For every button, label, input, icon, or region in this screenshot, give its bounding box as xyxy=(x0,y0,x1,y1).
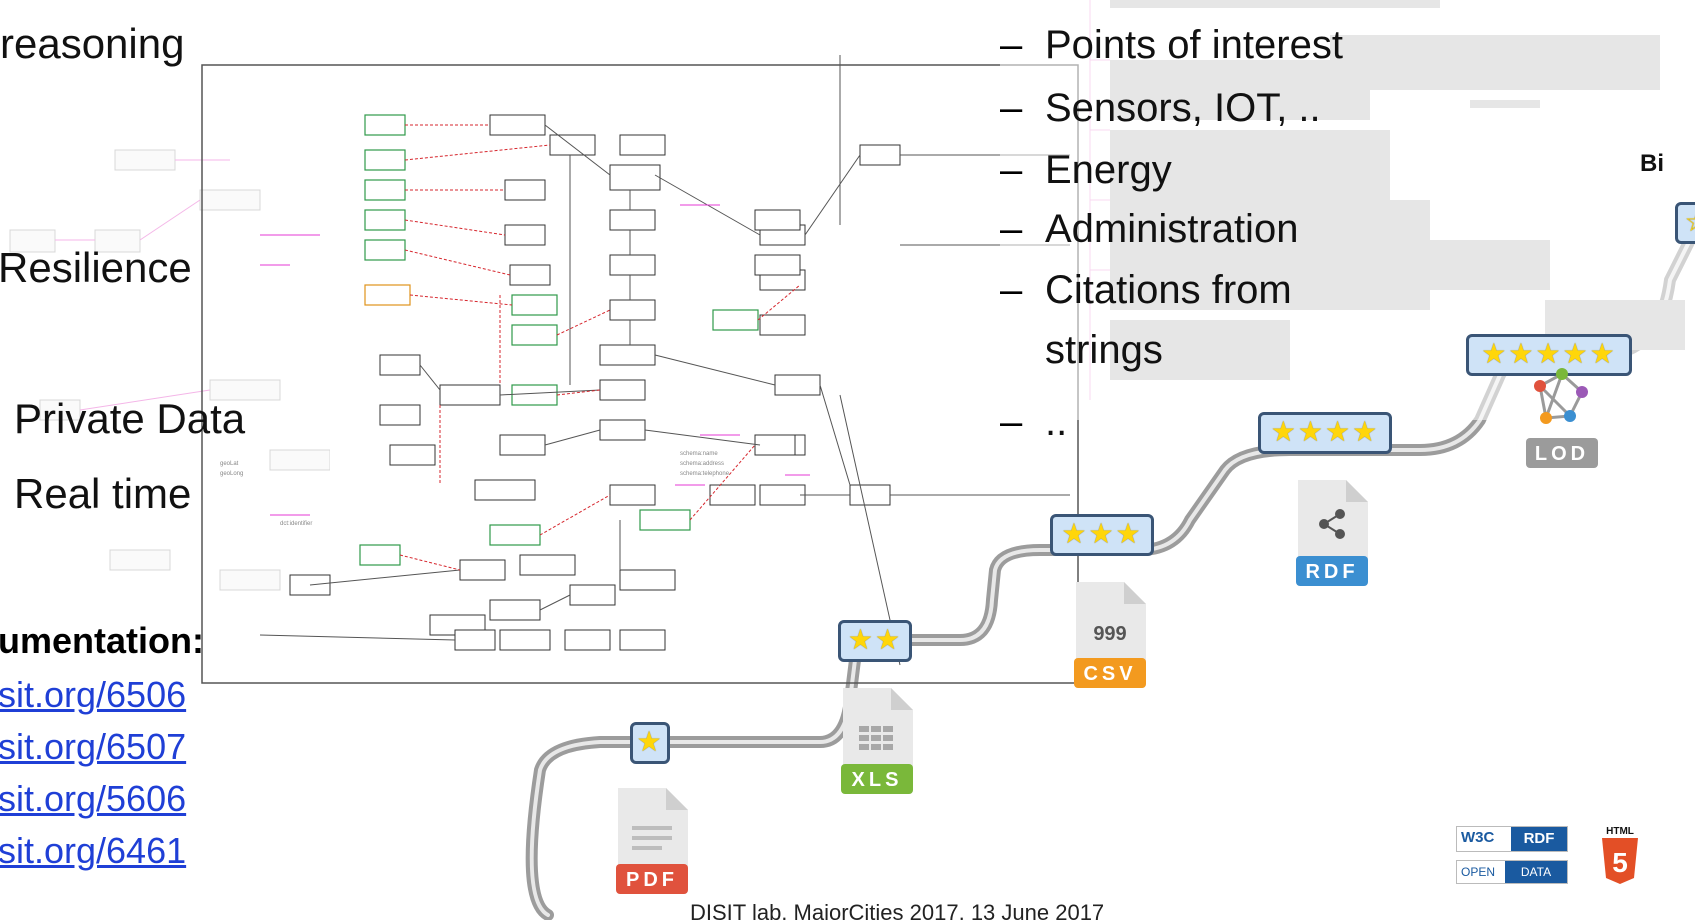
lod-label: LOD xyxy=(1535,443,1589,465)
html5-label: HTML xyxy=(1606,826,1634,837)
svg-text:dct:identifier: dct:identifier xyxy=(280,521,312,527)
one-star-badge: ★ xyxy=(630,722,670,764)
resilience-text: Resilience xyxy=(0,244,192,291)
bullet-energy: Energy xyxy=(1045,148,1172,192)
svg-text:schema:name: schema:name xyxy=(680,451,718,457)
bullet-dash: – xyxy=(1000,86,1023,130)
xls-file-icon: XLS xyxy=(841,688,913,794)
svg-text:schema:address: schema:address xyxy=(680,461,724,467)
partial-star-badge: ☆ xyxy=(1675,202,1695,244)
svg-text:schema:telephone: schema:telephone xyxy=(680,471,730,477)
bullet-strings: strings xyxy=(1045,328,1163,372)
two-star-badge: ★★ xyxy=(838,620,912,662)
right-edge-label: Bi xyxy=(1640,150,1664,177)
bullet-dash: – xyxy=(1000,268,1023,312)
lod-file-icon: LOD xyxy=(1526,368,1598,468)
bullet-sensors-iot: Sensors, IOT, .. xyxy=(1045,86,1321,130)
w3c-rdf-badge: W3C RDF xyxy=(1456,826,1568,852)
private-data-text: Private Data xyxy=(14,395,246,442)
doc-link-6507[interactable]: sit.org/6507 xyxy=(0,726,187,767)
csv-glyph: 999 xyxy=(1093,623,1126,645)
bullet-ellipsis: .. xyxy=(1045,400,1068,444)
ontology-diagram: geoLat geoLong dct:identifier schema:name s… xyxy=(201,55,1079,684)
reasoning-text: reasoning xyxy=(0,20,185,67)
footer-text: DISIT lab, MajorCities 2017, 13 June 201… xyxy=(690,900,1105,920)
svg-text:geoLong: geoLong xyxy=(220,471,243,477)
w3c-text: W3C xyxy=(1461,829,1495,846)
open-data-badge: OPEN DATA xyxy=(1456,860,1568,884)
html5-icon: HTML 5 xyxy=(1602,826,1638,884)
five-star-badge: ★★★★★ xyxy=(1466,334,1632,376)
svg-text:5: 5 xyxy=(1612,847,1628,878)
csv-label: CSV xyxy=(1083,663,1136,685)
rdf-file-icon: RDF xyxy=(1296,480,1368,586)
rdf-label: RDF xyxy=(1305,561,1358,583)
csv-file-icon: 999 CSV xyxy=(1074,582,1146,688)
bullet-citations-from: Citations from xyxy=(1045,268,1292,312)
xls-label: XLS xyxy=(852,769,903,791)
pdf-label: PDF xyxy=(626,869,678,891)
bullet-dash: – xyxy=(1000,400,1023,444)
doc-link-5606[interactable]: sit.org/5606 xyxy=(0,778,187,819)
three-star-badge: ★★★ xyxy=(1050,514,1154,556)
open-text: OPEN xyxy=(1461,865,1496,879)
four-star-badge: ★★★★ xyxy=(1258,412,1392,454)
pdf-file-icon: PDF xyxy=(616,788,688,894)
faint-diagram-left xyxy=(9,149,330,591)
documentation-heading: umentation: xyxy=(0,620,204,661)
bullet-dash: – xyxy=(1000,148,1023,192)
real-time-text: Real time xyxy=(14,470,192,517)
rdf-badge-text: RDF xyxy=(1511,827,1567,851)
doc-link-6461[interactable]: sit.org/6461 xyxy=(0,830,187,871)
bullet-points-of-interest: Points of interest xyxy=(1045,23,1343,67)
bullet-dash: – xyxy=(1000,23,1023,67)
doc-link-6506[interactable]: sit.org/6506 xyxy=(0,674,187,715)
data-text: DATA xyxy=(1505,861,1567,883)
svg-text:geoLat: geoLat xyxy=(220,461,239,467)
bullet-administration: Administration xyxy=(1045,207,1299,251)
bullet-dash: – xyxy=(1000,207,1023,251)
